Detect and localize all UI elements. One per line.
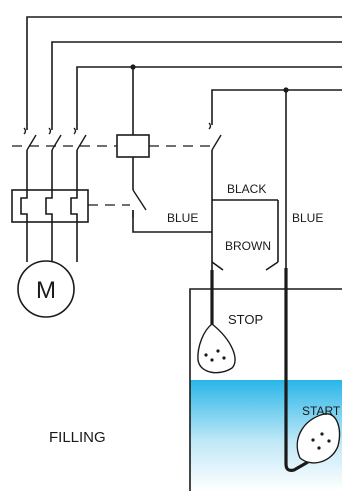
thermal-overload	[11, 189, 89, 223]
main-contacts	[23, 122, 222, 151]
motor-label: M	[36, 277, 56, 304]
mechanical-linkage	[12, 145, 212, 206]
stop-float	[197, 323, 236, 374]
wires	[26, 16, 342, 271]
brown-wire-label: BROWN	[225, 239, 271, 253]
relay-contact	[132, 189, 147, 218]
black-wire-label: BLACK	[227, 182, 266, 196]
start-float-cable	[284, 268, 309, 472]
start-label: START	[302, 404, 341, 418]
tank-outline	[189, 288, 342, 491]
blue-wire-label-left: BLUE	[167, 211, 198, 225]
relay-coil	[116, 134, 150, 158]
filling-label: FILLING	[49, 429, 106, 446]
blue-wire-label-right: BLUE	[292, 211, 323, 225]
motor-symbol	[17, 260, 75, 318]
stop-label: STOP	[228, 312, 263, 327]
junction-dots	[130, 64, 289, 93]
start-float	[296, 413, 341, 464]
